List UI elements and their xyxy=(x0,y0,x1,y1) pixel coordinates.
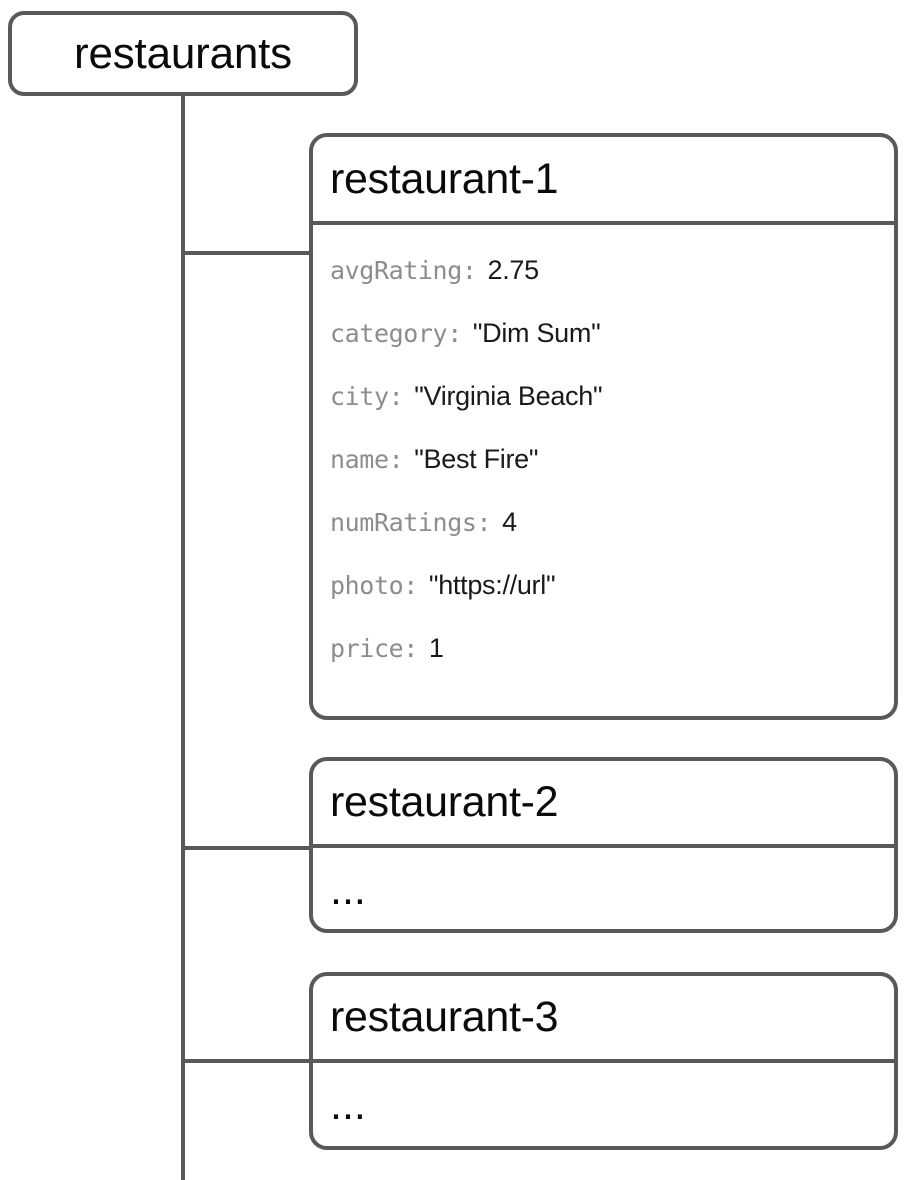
document-fields-restaurant-3: ... xyxy=(313,1063,894,1144)
field-key: photo: xyxy=(330,571,418,600)
ellipsis-placeholder: ... xyxy=(330,1081,366,1129)
field-value: "Virginia Beach" xyxy=(414,381,603,411)
document-header-restaurant-1: restaurant-1 xyxy=(313,137,894,225)
field-key: name: xyxy=(330,445,404,474)
field-row: price: 1 xyxy=(330,617,894,680)
field-row: numRatings: 4 xyxy=(330,491,894,554)
field-key: category: xyxy=(330,319,462,348)
field-value: "Dim Sum" xyxy=(472,318,601,348)
ellipsis-placeholder: ... xyxy=(330,866,366,914)
collection-node-restaurants[interactable]: restaurants xyxy=(8,11,358,96)
document-node-restaurant-3[interactable]: restaurant-3 ... xyxy=(309,972,898,1150)
field-value: "https://url" xyxy=(428,570,556,600)
document-header-restaurant-3: restaurant-3 xyxy=(313,976,894,1063)
field-key: city: xyxy=(330,382,404,411)
field-value: 2.75 xyxy=(487,255,540,285)
document-node-restaurant-2[interactable]: restaurant-2 ... xyxy=(309,757,898,933)
field-row: avgRating: 2.75 xyxy=(330,239,894,302)
document-fields-restaurant-1: avgRating: 2.75 category: "Dim Sum" city… xyxy=(313,225,894,680)
field-key: numRatings: xyxy=(330,508,492,537)
document-label: restaurant-2 xyxy=(330,778,559,826)
field-row: city: "Virginia Beach" xyxy=(330,365,894,428)
field-row: photo: "https://url" xyxy=(330,554,894,617)
document-header-restaurant-2: restaurant-2 xyxy=(313,761,894,848)
field-key: price: xyxy=(330,634,418,663)
field-row: name: "Best Fire" xyxy=(330,428,894,491)
document-label: restaurant-3 xyxy=(330,993,559,1041)
field-row: category: "Dim Sum" xyxy=(330,302,894,365)
field-key: avgRating: xyxy=(330,256,477,285)
field-value: 4 xyxy=(502,507,517,537)
collection-label: restaurants xyxy=(74,28,292,78)
field-value: 1 xyxy=(428,633,444,663)
document-node-restaurant-1[interactable]: restaurant-1 avgRating: 2.75 category: "… xyxy=(309,133,898,720)
document-label: restaurant-1 xyxy=(330,154,559,203)
document-fields-restaurant-2: ... xyxy=(313,848,894,929)
field-value: "Best Fire" xyxy=(414,444,539,474)
